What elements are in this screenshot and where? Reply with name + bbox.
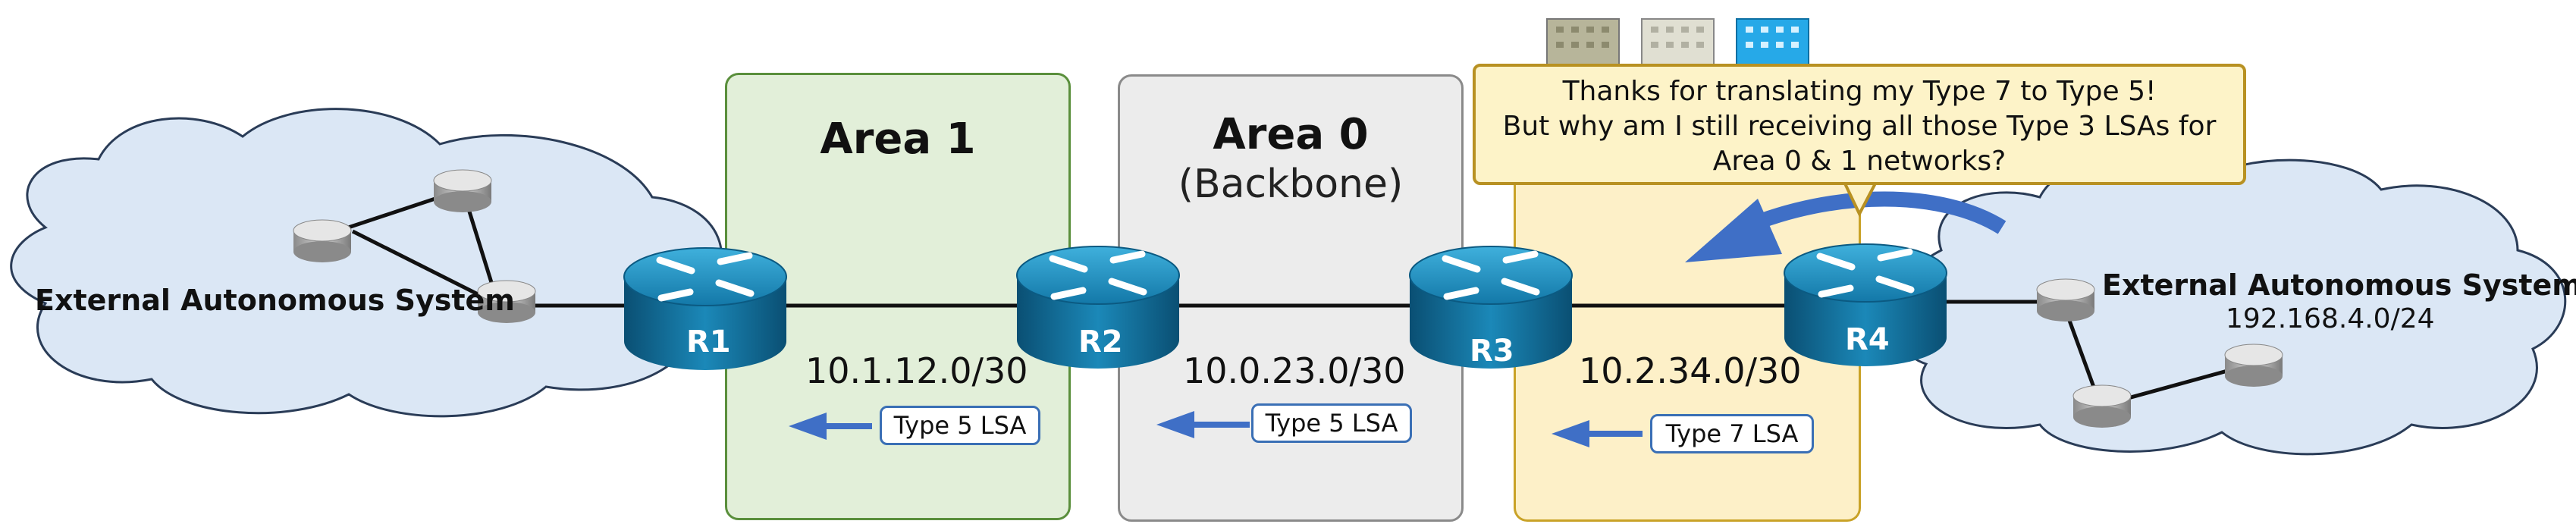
right-ext-router-1-icon [2036,278,2095,322]
left-ext-router-2-icon [433,169,492,212]
right-ext-router-3-icon [2224,344,2283,387]
router-r4-icon [1784,243,1947,366]
lsa-arrow-2-icon [1156,411,1250,438]
area-1-title: Area 1 [820,115,976,164]
r4-speech-callout: Thanks for translating my Type 7 to Type… [1473,64,2246,185]
right-external-network: 192.168.4.0/24 [2226,303,2435,334]
left-ext-router-1-icon [293,219,352,262]
subnet-r1-r2: 10.1.12.0/30 [805,350,1028,391]
lsa-label-2: Type 5 LSA [1251,403,1412,443]
area-0-subtitle: (Backbone) [1178,162,1404,207]
router-r2-label: R2 [1078,325,1123,359]
callout-line-2: But why am I still receiving all those T… [1502,111,2217,142]
subnet-r3-r4: 10.2.34.0/30 [1579,350,1802,391]
lsa-label-1: Type 5 LSA [880,406,1040,445]
left-external-as-label: External Autonomous System [35,284,515,317]
router-r3-label: R3 [1470,334,1514,369]
router-r1-icon [623,247,787,370]
left-cloud-link-a [351,229,502,308]
right-ext-router-2-icon [2072,384,2132,428]
router-r2-icon [1016,246,1180,369]
router-r3-icon [1409,246,1573,369]
lsa-label-3: Type 7 LSA [1650,414,1814,453]
router-r4-label: R4 [1845,322,1890,357]
callout-line-3: Area 0 & 1 networks? [1712,146,2007,177]
area-0-title: Area 0 [1213,110,1369,159]
lsa-arrow-1-icon [789,413,872,440]
right-external-as-label: External Autonomous System [2102,268,2576,302]
curved-arrow-icon [1685,191,2007,262]
left-ext-router-3-icon [477,280,536,323]
callout-line-1: Thanks for translating my Type 7 to Type… [1562,76,2157,107]
subnet-r2-r3: 10.0.23.0/30 [1183,350,1406,391]
lsa-arrow-3-icon [1552,420,1643,447]
router-r1-label: R1 [686,325,731,359]
